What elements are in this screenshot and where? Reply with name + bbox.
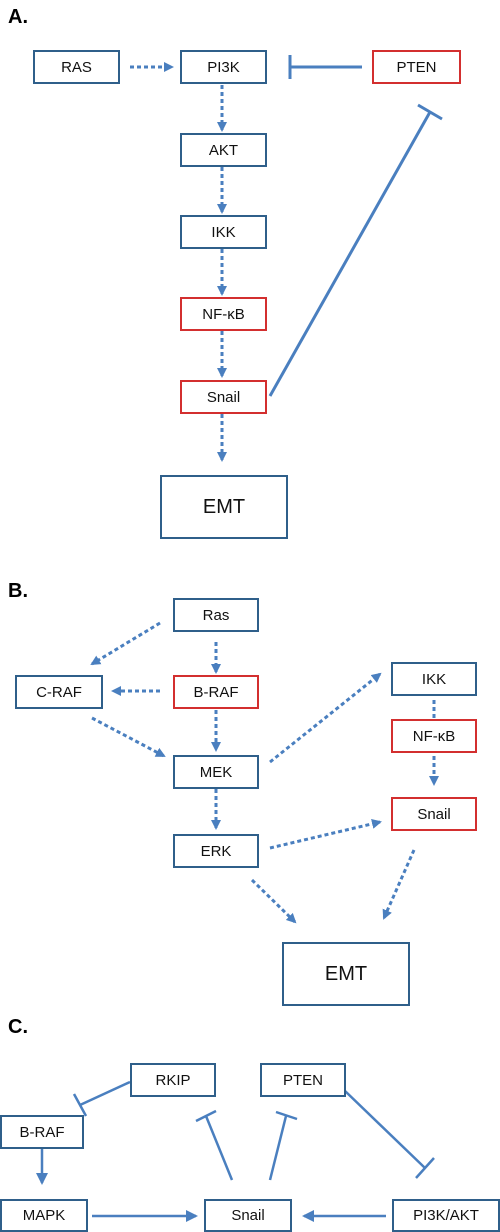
a-node-nfkb: NF-κB: [180, 297, 267, 331]
c-node-braf: B-RAF: [0, 1115, 84, 1149]
b-node-ras: Ras: [173, 598, 259, 632]
inhibit-rkip-braf-bar: [72, 1093, 88, 1117]
panel-label-b: B.: [8, 580, 28, 602]
a-node-snail: Snail: [180, 380, 267, 414]
edge-craf-mek: [91, 716, 166, 758]
inhibit-pten-pi3kakt: [343, 1089, 426, 1169]
inhibit-snail-pten: [268, 111, 432, 397]
panel-a-edges: [130, 55, 443, 462]
c-node-pi3kakt: PI3K/AKT: [392, 1199, 500, 1232]
b-node-nfkb: NF-κB: [391, 719, 477, 753]
a-node-akt: AKT: [180, 133, 267, 167]
inhibit-snail-pten: [268, 1115, 288, 1181]
panel-b-edges: [90, 621, 439, 924]
b-node-emt: EMT: [282, 942, 410, 1006]
panel-label-a: A.: [8, 6, 28, 28]
b-node-mek: MEK: [173, 755, 259, 789]
edge-ras-craf: [90, 621, 161, 666]
c-node-rkip: RKIP: [130, 1063, 216, 1097]
c-node-pten: PTEN: [260, 1063, 346, 1097]
b-node-snail: Snail: [391, 797, 477, 831]
inhibit-pten-pi3kakt-bar: [415, 1157, 435, 1179]
b-node-craf: C-RAF: [15, 675, 103, 709]
b-node-ikk: IKK: [391, 662, 477, 696]
a-node-emt: EMT: [160, 475, 288, 539]
b-node-erk: ERK: [173, 834, 259, 868]
inhibit-rkip-braf: [79, 1080, 131, 1107]
a-node-pi3k: PI3K: [180, 50, 267, 84]
inhibit-snail-rkip-bar: [195, 1109, 217, 1123]
edge-erk-emt: [250, 878, 297, 924]
inhibit-snail-rkip: [204, 1115, 234, 1181]
edge-mek-ikk: [269, 672, 382, 764]
panel-label-c: C.: [8, 1016, 28, 1038]
b-node-braf: B-RAF: [173, 675, 259, 709]
a-node-pten: PTEN: [372, 50, 461, 84]
inhibit-snail-pten-bar: [275, 1110, 298, 1121]
edge-erk-snail: [269, 818, 382, 850]
a-node-ras: RAS: [33, 50, 120, 84]
c-node-snail: Snail: [204, 1199, 292, 1232]
panel-c-edges: [36, 1080, 435, 1222]
edge-snail-emt: [382, 849, 416, 920]
c-node-mapk: MAPK: [0, 1199, 88, 1232]
a-node-ikk: IKK: [180, 215, 267, 249]
inhibit-snail-pten-bar: [417, 103, 443, 121]
